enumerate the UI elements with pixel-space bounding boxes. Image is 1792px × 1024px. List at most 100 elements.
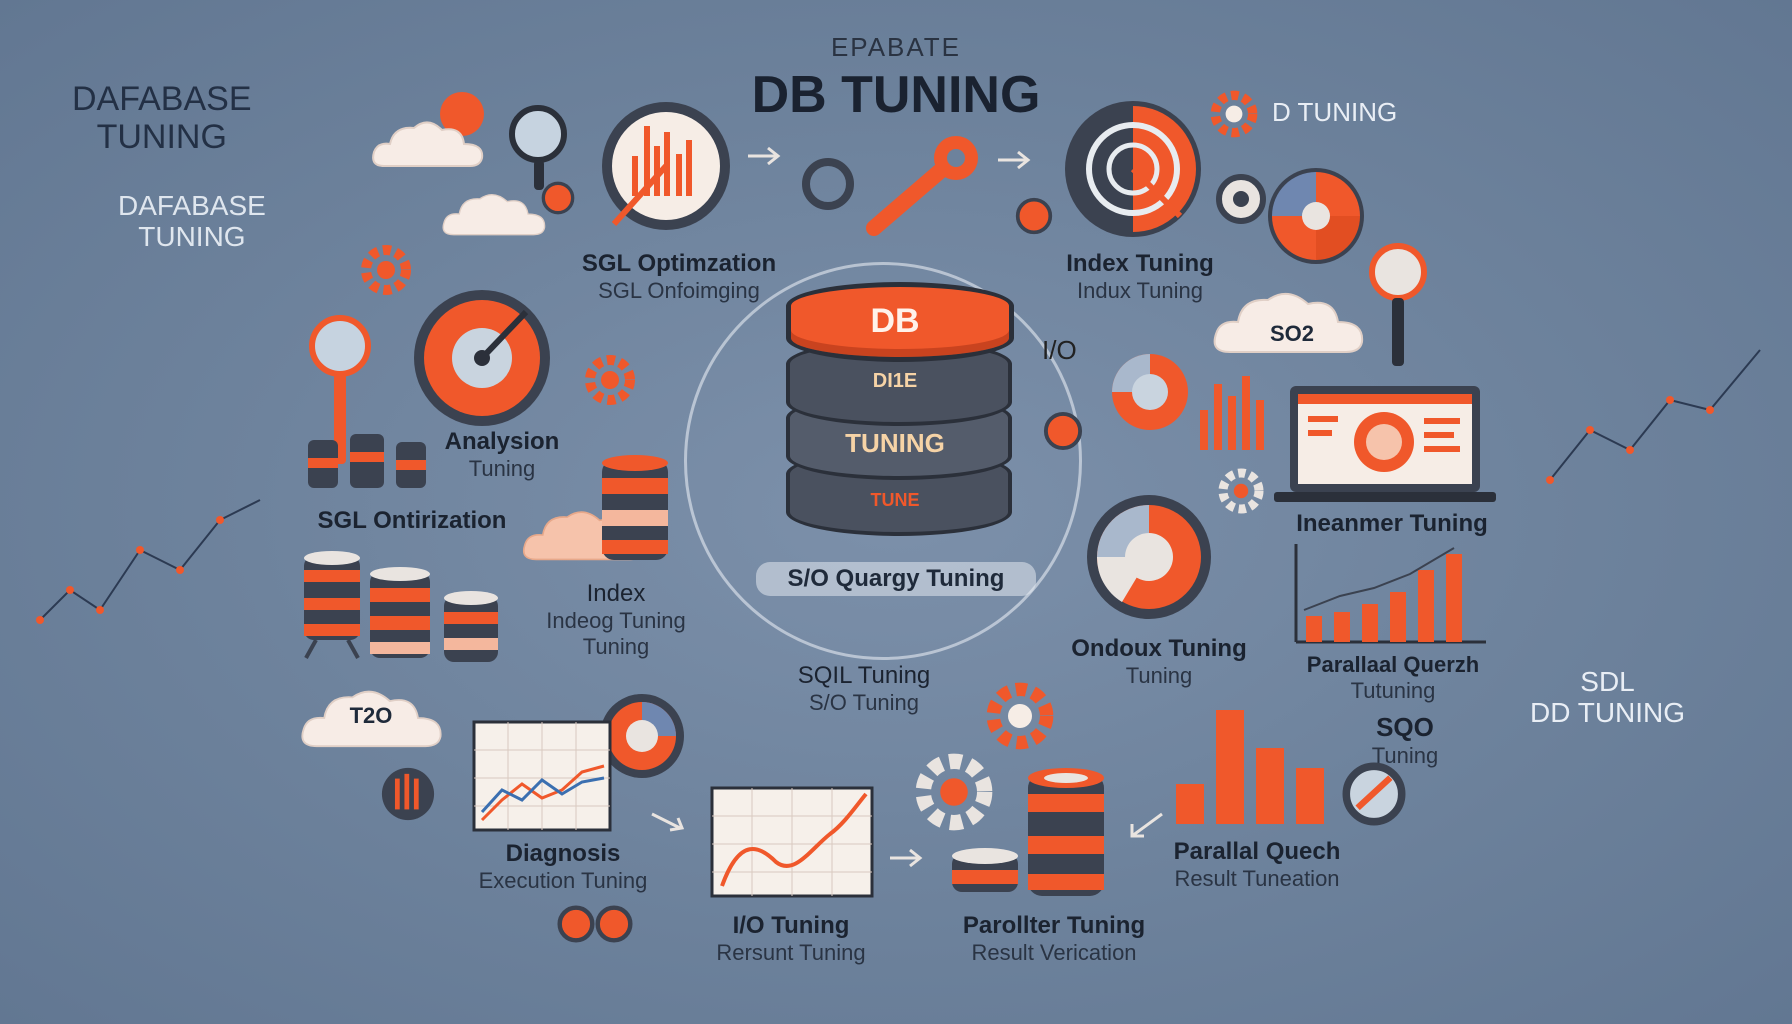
label-index-tuning: Index Tuning Indux Tuning: [1040, 250, 1240, 304]
magnifier-icon: [509, 105, 567, 190]
side-label-line: DAFABASE: [72, 80, 252, 118]
label-analysis-tuning: Analysion Tuning: [432, 428, 572, 482]
db-bottom-label: TUNE: [870, 490, 920, 510]
target-index-icon: [1065, 101, 1201, 237]
bar-chart-icon: [1294, 544, 1486, 644]
database-icon: [308, 434, 426, 488]
left-trend-line-icon: [36, 499, 261, 624]
side-label-line: DAFABASE: [118, 190, 266, 221]
label-subtitle: Execution Tuning: [478, 868, 648, 894]
dial-icon: [1216, 174, 1266, 224]
io-label: I/O: [1042, 335, 1077, 365]
arrow-icon: [1130, 812, 1163, 838]
label-title: Parollter Tuning: [962, 912, 1146, 939]
label-subtitle: Result Tuneation: [1174, 866, 1340, 892]
dial-icon: [381, 767, 435, 821]
database-icon: [602, 455, 668, 560]
cloud-sun-icon: [372, 92, 484, 167]
line-chart-icon: [472, 720, 612, 832]
side-label-line: SDL: [1580, 666, 1635, 697]
arrow-icon: [651, 812, 685, 832]
label-title: Index: [586, 580, 646, 607]
label-subtitle: Indux Tuning: [1077, 278, 1203, 304]
gear-icon: [1210, 90, 1258, 138]
ring-icon: [802, 158, 854, 210]
database-icon: [444, 591, 498, 662]
label-title: Parallal Quech: [1173, 838, 1341, 865]
label-index-indexing: Index Indeog Tuning Tuning: [518, 580, 714, 660]
gear-icon: [915, 753, 993, 831]
db-top-label: DB: [870, 302, 920, 340]
label-sql-ontirization: SGL Ontirization: [296, 507, 528, 535]
side-label-line: TUNING: [138, 221, 246, 253]
label-title: Ondoux Tuning: [1071, 635, 1247, 662]
database-icon: [1028, 768, 1104, 896]
right-trend-line-icon: [1546, 349, 1761, 484]
dial-icon: [1015, 197, 1053, 235]
label-sqo-tuning: SQO Tuning: [1350, 712, 1460, 769]
arrow-icon: [998, 150, 1031, 170]
database-icon: [304, 551, 360, 659]
label-diagnosis: Diagnosis Execution Tuning: [456, 840, 670, 894]
dial-icon: [541, 181, 575, 215]
label-paroliter-tuning: Parollter Tuning Result Verication: [934, 912, 1174, 966]
side-label-right: SDL DD TUNING: [1530, 666, 1685, 729]
arrow-icon: [890, 848, 923, 868]
cloud-icon: [442, 194, 546, 236]
label-inearmer-tuning: Ineanmer Tuning: [1276, 510, 1508, 538]
dial-icon: [1342, 762, 1406, 826]
dial-icon: [595, 905, 633, 943]
side-label-line: DD TUNING: [1530, 697, 1686, 729]
gauge-analysis-icon: [414, 290, 550, 426]
gear-icon: [361, 245, 411, 295]
central-database-icon: DB DI1E TUNING TUNE: [786, 282, 1014, 536]
gear-icon: [1218, 468, 1264, 514]
side-label-left-secondary: DAFABASE TUNING: [118, 190, 266, 253]
line-chart-icon: [710, 786, 874, 898]
label-io-tuning: I/O Tuning Rersunt Tuning: [688, 912, 894, 966]
donut-chart-icon: [1112, 354, 1188, 430]
magnifier-icon: [1369, 243, 1427, 366]
label-subtitle: Tuning: [468, 456, 536, 482]
label-subtitle: Tuning: [1125, 663, 1193, 689]
dial-icon: [557, 905, 595, 943]
database-icon: [370, 567, 430, 658]
gear-icon: [585, 355, 635, 405]
label-title: Diagnosis: [505, 840, 621, 867]
label-subtitle: Tuning: [1371, 742, 1439, 768]
title-main: DB TUNING: [751, 66, 1041, 124]
label-title: SQO: [1376, 712, 1434, 742]
label-subtitle: S/O Tuning: [808, 690, 920, 716]
side-label-top-right: D TUNING: [1272, 97, 1398, 127]
title-block: EPABATE DB TUNING: [0, 32, 1792, 125]
laptop-icon: [1274, 386, 1496, 502]
database-icon: [952, 848, 1018, 892]
label-title: Index Tuning: [1066, 250, 1214, 277]
label-subtitle: Result Verication: [971, 940, 1137, 966]
label-parallel-query: Parallaal Querzh Tutuning: [1280, 652, 1506, 704]
label-title: SQIL Tuning: [797, 662, 931, 689]
label-ondoux-tuning: Ondoux Tuning Tuning: [1052, 635, 1266, 689]
cloud-label-left: T2O: [349, 703, 393, 728]
label-title: Ineanmer Tuning: [1296, 510, 1488, 537]
label-subtitle: SGL Onfoimging: [598, 278, 760, 304]
wrench-icon: [866, 136, 978, 236]
donut-chart-icon: [600, 694, 684, 778]
db-middle-label-1: DI1E: [872, 370, 918, 392]
cloud-icon: [1213, 293, 1364, 353]
label-title: I/O Tuning: [732, 912, 850, 939]
pie-chart-icon: [1268, 168, 1364, 264]
bar-chart-icon: [1176, 710, 1324, 824]
bar-chart-icon: [1200, 376, 1264, 450]
gear-icon: [986, 682, 1054, 750]
donut-chart-icon: [1087, 495, 1211, 619]
dial-icon: [1043, 411, 1083, 451]
center-caption: S/O Quargy Tuning: [756, 562, 1036, 597]
cloud-label-right: SO2: [1269, 321, 1315, 346]
magnifier-icon: [309, 315, 371, 464]
side-label-top-left: DAFABASE TUNING: [72, 80, 252, 156]
db-layer-top: [786, 282, 1014, 362]
db-middle-label-2: TUNING: [845, 428, 945, 458]
decorative-ring: [684, 262, 1082, 660]
cloud-icon: [301, 690, 442, 748]
